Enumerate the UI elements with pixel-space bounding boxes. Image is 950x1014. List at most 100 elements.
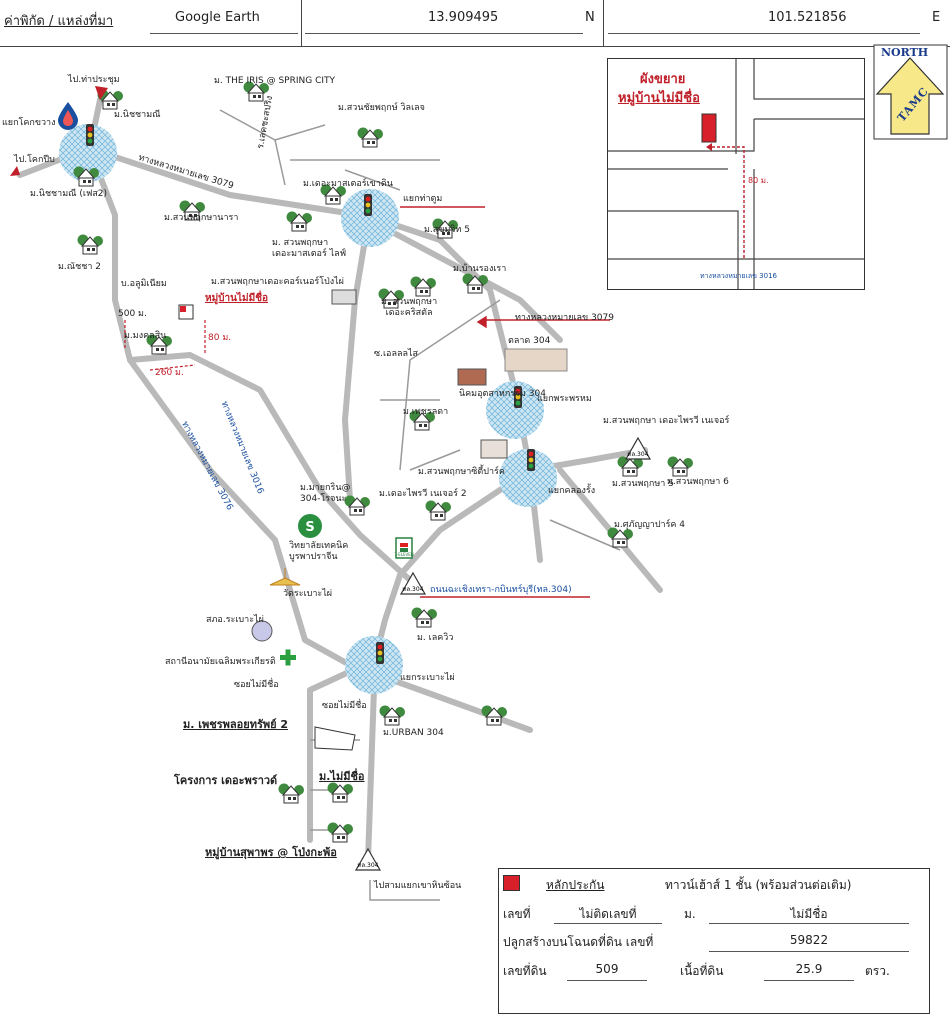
- label-police: สภอ.ระเบาะไผ่: [206, 615, 264, 625]
- road-3016: [127, 352, 413, 583]
- deed-value: 59822: [789, 933, 829, 947]
- label-aluminium: บ.อลูมิเนียม: [121, 279, 167, 289]
- label-soi-elle: ซ.เอลลลไส: [374, 349, 419, 359]
- north-arrow-icon: [873, 44, 948, 140]
- map-canvas: ทล.304: [10, 81, 694, 901]
- junction-circles: [59, 124, 557, 694]
- label-nichamani2: ม.นิชชามณี (เฟส2): [30, 189, 108, 199]
- seven-eleven-label: 7-ELEVEN: [394, 552, 414, 557]
- house-no-label: เลขที่: [503, 907, 531, 921]
- deed-label: ปลูกสร้างบนโฉนดที่ดิน เลขที่: [503, 935, 654, 949]
- label-sukhumvit5: ม.สุขุมวิท 5: [424, 225, 470, 235]
- label-mongkhon: ม.มงคลสิน: [124, 331, 167, 341]
- collateral-label: หลักประกัน: [546, 878, 605, 892]
- deed-underline: [709, 951, 909, 952]
- area-underline: [764, 980, 854, 981]
- land-no-underline: [567, 980, 647, 981]
- label-suan-crystal: ม. สวนพฤกษา เดอะคริสตัล: [381, 297, 438, 318]
- header-source-cell: [0, 0, 302, 46]
- label-target-village: หมู่บ้านไม่มีชื่อ: [205, 293, 268, 304]
- land-no-label: เลขที่ดิน: [503, 964, 547, 978]
- label-d80: 80 ม.: [208, 333, 232, 343]
- inset-title-line1: ผังขยาย: [640, 72, 686, 87]
- arrow-to-kok-pip: [10, 166, 20, 176]
- label-privy2: ม.เดอะไพรวี เนเจอร์ 2: [379, 489, 467, 499]
- area-unit: ตรว.: [865, 964, 890, 978]
- health-cross-v: [285, 649, 291, 666]
- label-supanya: ม.ศุภัญญาปาร์ค 4: [614, 520, 686, 530]
- police-icon: [251, 620, 273, 642]
- house-no-value: ไม่ติดเลขที่: [579, 907, 637, 921]
- longitude-underline: [608, 33, 920, 34]
- label-mai-mi-chue: ม.ไม่มีชื่อ: [319, 770, 365, 783]
- label-talad304: ตลาด 304: [508, 336, 551, 346]
- header-bar: ค่าพิกัด / แหล่งที่มา Google Earth 13.90…: [0, 0, 950, 47]
- temple-icon: [269, 568, 301, 586]
- label-nichamani: ม.นิชชามณี: [114, 110, 161, 120]
- pointer-lines: [400, 206, 610, 598]
- latitude-value: 13.909495: [428, 10, 499, 25]
- source-underline: [150, 33, 298, 34]
- label-phra-phrom: แยกพระพรหม: [537, 394, 592, 404]
- label-khlong-rung: แยกคลองรั้ง: [548, 486, 596, 496]
- road-3076: [87, 147, 533, 733]
- school-letter: S: [305, 520, 314, 535]
- label-petchpol: ม. เพชรพลอยทรัพย์ 2: [183, 718, 289, 731]
- label-petch-lada: ม.เพชรลดา: [403, 407, 449, 417]
- village-label: ม.: [684, 907, 696, 921]
- label-to-meeting: ไป.ท่าประชุม: [68, 75, 120, 85]
- label-industrial: นิคมอุตสาหกรรม 304: [459, 389, 546, 399]
- minor-roads: [219, 109, 621, 901]
- label-the-private: โครงการ เดอะพราวด์: [174, 774, 278, 787]
- target-marker: [180, 306, 186, 312]
- label-mayarin: ม.มายกริน@ 304-โรจนะ: [300, 483, 351, 504]
- label-health: สถานีอนามัยเฉลิมพระเกียรติ: [165, 657, 276, 667]
- label-suan-city-park: ม.สวนพฤกษาซิตี้ปาร์ค: [418, 467, 505, 477]
- longitude-value: 101.521856: [768, 10, 847, 25]
- inset-graphic: [608, 59, 864, 289]
- label-ra-bo-phai: แยกระเบาะไผ่: [400, 673, 455, 683]
- village-value: ไม่มีชื่อ: [790, 907, 828, 921]
- label-soi-noname2: ซอยไม่มีชื่อ: [322, 701, 367, 711]
- label-suphaphon: หมู่บ้านสุพาพร @ โป่งกะพ้อ: [205, 846, 337, 859]
- label-urban304: ม.URBAN 304: [383, 728, 444, 738]
- collateral-swatch: [503, 875, 520, 891]
- label-nicha2: ม.ณัชชา 2: [58, 262, 102, 272]
- label-d500: 500 ม.: [118, 309, 147, 319]
- school-badge: [298, 514, 322, 538]
- label-suan-corner: ม.สวนพฤกษาเดอะคอร์เนอร์โป่งไผ่: [211, 277, 344, 287]
- house-no-underline: [554, 923, 662, 924]
- source-value: Google Earth: [175, 10, 260, 25]
- market-icon: [504, 348, 568, 372]
- road-soi-elle: [342, 207, 373, 503]
- label-road304: ถนนฉะเชิงเทรา-กบินทร์บุรี(ทล.304): [430, 585, 572, 595]
- label-hwy3079-mid: ทางหลวงหมายเลข 3079: [515, 313, 614, 323]
- label-suan-chai: ม.สวนชัยพฤกษ์ วิลเลจ: [338, 103, 425, 113]
- label-wat: วัดระเบาะไผ่: [283, 589, 333, 599]
- latitude-direction: N: [585, 10, 595, 25]
- label-college: วิทยาลัยเทคนิค บูรพาปราจีน: [289, 541, 349, 562]
- inset-map: ผังขยาย หมู่บ้านไม่มีชื่อ 80 ม. ทางหลวงห…: [607, 58, 865, 290]
- route-dashes: [124, 320, 206, 371]
- land-no-value: 509: [595, 962, 619, 976]
- label-kok-khwang: แยกโคกขวาง: [2, 118, 56, 128]
- inset-distance: 80 ม.: [748, 176, 769, 185]
- inset-title-line2: หมู่บ้านไม่มีชื่อ: [618, 91, 700, 106]
- arrow-to-meeting: [95, 86, 108, 100]
- inset-road: ทางหลวงหมายเลข 3016: [700, 272, 777, 280]
- petchpol-plan: [314, 726, 356, 751]
- label-d260: 260 ม.: [155, 368, 184, 378]
- latitude-underline: [305, 33, 583, 34]
- label-suan5: ม.สวนพฤกษา 5: [612, 479, 674, 489]
- label-to-kok-pip: ไป.โคกปีบ: [14, 155, 55, 165]
- city-park-icon: [480, 439, 508, 459]
- longitude-direction: E: [932, 10, 941, 25]
- header-lat-cell: [301, 0, 604, 46]
- area-value: 25.9: [795, 962, 823, 976]
- label-lake-view: ม. เลควิว: [417, 633, 454, 643]
- label-to-hin-son: ไปสามแยกเขาหินซ้อน: [374, 881, 462, 891]
- label-baan-rong-rao: ม.บ้านรองเรา: [453, 264, 507, 274]
- factory-icon: [457, 368, 487, 386]
- label-tha-tum: แยกท่าตูม: [403, 194, 443, 204]
- village-underline: [709, 923, 909, 924]
